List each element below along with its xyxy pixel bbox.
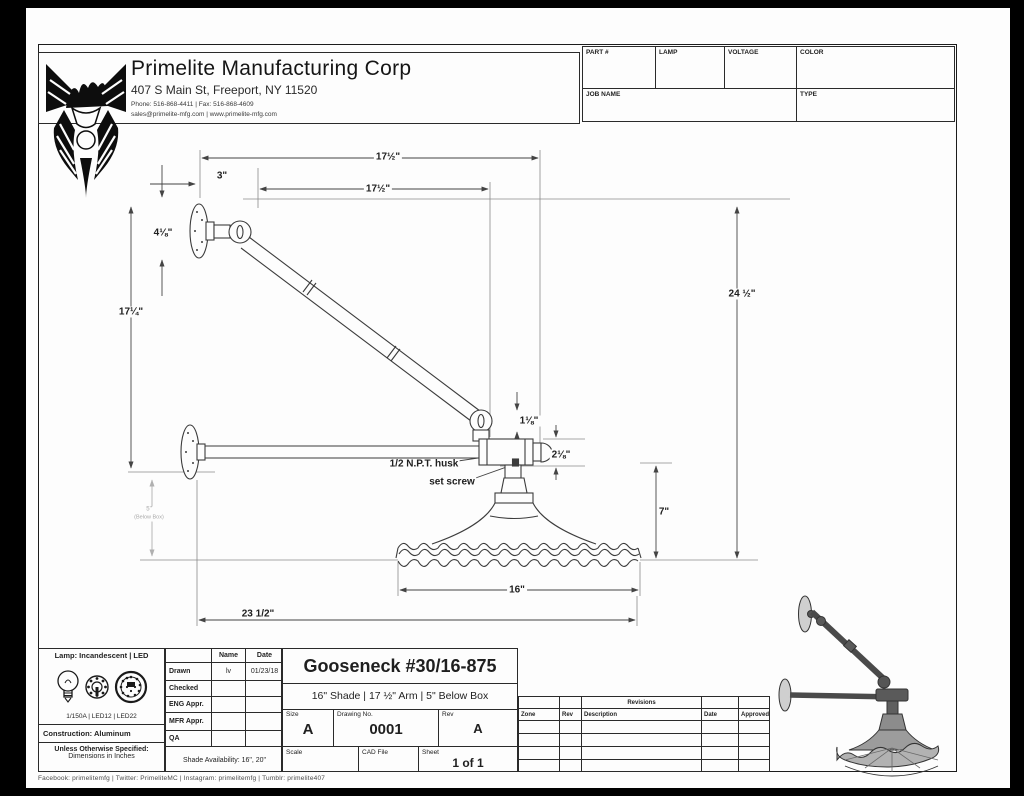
dim-husk-top-label: 1⅛" [517, 415, 541, 427]
primelite-logo [46, 64, 126, 198]
approvals-row-date [245, 680, 283, 696]
lamp-models: 1/150A | LED12 | LED22 [66, 713, 137, 720]
straight-arm [205, 445, 479, 459]
size-value: A [302, 721, 314, 738]
revisions-col-zone: Zone [519, 708, 559, 720]
dim-wall-label: 17¼" [116, 306, 146, 318]
set-screw [511, 458, 520, 467]
radial-wave-shade [395, 542, 642, 567]
fixture-rendering [778, 595, 940, 777]
lamp-icons [39, 662, 164, 712]
led-module-large-icon [114, 670, 147, 704]
dim-arm-mid-label: 17½" [363, 183, 393, 195]
approvals-row-label: QA [166, 730, 211, 746]
below-box-note: (Below Box) [134, 514, 164, 521]
approvals-row-label: ENG Appr. [166, 696, 211, 712]
shade-availability: Shade Availability: 16", 20" [166, 746, 283, 773]
order-part-cell: PART # [586, 49, 609, 56]
approvals-row-name [211, 696, 245, 712]
dim-shade-height-label: 7" [656, 506, 672, 518]
order-jobname-cell: JOB NAME [586, 91, 621, 98]
revisions-title: Revisions [581, 697, 701, 708]
drawing-sheet: Primelite Manufacturing Corp 407 S Main … [26, 8, 1010, 788]
lower-wall-flange [180, 424, 200, 480]
approvals-row-name: lv [211, 662, 245, 680]
approvals-row-label: MFR Appr. [166, 712, 211, 730]
dim-3-label: 3" [214, 170, 230, 182]
fixture-line-art [180, 203, 642, 567]
company-address: 407 S Main St, Freeport, NY 11520 [131, 83, 318, 97]
lamp-info-block: Lamp: Incandescent | LED [38, 648, 165, 772]
render-elbow [877, 675, 891, 689]
tee-fitting [478, 438, 534, 466]
set-screw-note: set screw [428, 476, 476, 488]
order-voltage-cell: VOLTAGE [724, 47, 796, 88]
revisions-col-approved: Approved [738, 708, 769, 720]
rev-label: Rev [442, 711, 454, 718]
husk [500, 477, 528, 494]
led-module-small-icon [84, 675, 109, 699]
lamp-title: Lamp: Incandescent | LED [54, 651, 149, 660]
render-ruffle-shade [836, 742, 940, 768]
drawing-no-value: 0001 [369, 721, 403, 738]
approvals-date-header: Date [245, 649, 283, 662]
render-tee [875, 688, 909, 702]
company-info: Primelite Manufacturing Corp 407 S Main … [131, 57, 411, 120]
revisions-col-description: Description [581, 708, 701, 720]
dim-height-label: 24 ½" [726, 288, 758, 300]
order-lamp-cell: LAMP [655, 47, 724, 88]
approvals-row-name [211, 680, 245, 696]
order-color-cell: COLOR [796, 47, 956, 88]
drawing-title: Gooseneck #30/16-875 [283, 649, 517, 684]
approvals-row-date [245, 712, 283, 730]
below-box-label: 5" (Below Box) [134, 506, 164, 522]
spec-line1: Unless Otherwise Specified: [54, 746, 149, 753]
upper-wall-flange [189, 203, 209, 259]
husk-note: 1/2 N.P.T. husk [388, 458, 460, 470]
below-box-value: 5" [146, 506, 152, 513]
approvals-row-date: 01/23/18 [245, 662, 283, 680]
size-label: Size [286, 711, 299, 718]
approvals-row-date [245, 730, 283, 746]
approvals-row-label: Checked [166, 680, 211, 696]
render-lower-flange [778, 678, 792, 712]
approvals-row-name [211, 730, 245, 746]
approvals-row-date [245, 696, 283, 712]
approvals-row-label: Drawn [166, 662, 211, 680]
order-table: PART # LAMP VOLTAGE COLOR JOB NAME TYPE [582, 46, 955, 122]
sheet-value: 1 of 1 [452, 756, 484, 770]
approvals-row-name [211, 712, 245, 730]
social-footer: Facebook: primelitemfg | Twitter: Primel… [38, 775, 326, 782]
order-type-cell: TYPE [796, 89, 956, 122]
spec-note: Unless Otherwise Specified: Dimensions i… [39, 742, 164, 771]
dim-overall-width-label: 23 1/2" [239, 608, 277, 620]
title-block: Gooseneck #30/16-875 16" Shade | 17 ½" A… [282, 648, 518, 772]
sheet-label: Sheet [422, 749, 439, 756]
company-phone: Phone: 516-868-4411 | Fax: 516-868-4609 [131, 101, 254, 108]
scale-label: Scale [286, 749, 303, 756]
dim-husk-label: 2⅛" [549, 449, 573, 461]
cad-file-label: CAD File [362, 749, 389, 756]
company-name: Primelite Manufacturing Corp [131, 57, 412, 80]
company-contact: sales@primelite-mfg.com | www.primelite-… [131, 110, 277, 118]
approvals-name-header: Name [211, 649, 245, 662]
revisions-col-date: Date [701, 708, 738, 720]
spec-line2: Dimensions in Inches [68, 753, 135, 760]
render-husk [878, 713, 907, 731]
revisions-col-rev: Rev [559, 708, 581, 720]
construction-note: Construction: Aluminum [39, 724, 164, 742]
header-box: Primelite Manufacturing Corp 407 S Main … [38, 52, 580, 124]
gooseneck-arm [240, 236, 481, 422]
incandescent-bulb-icon [56, 670, 79, 703]
drawing-no-label: Drawing No. [337, 711, 373, 718]
dim-shade-width-label: 16" [507, 584, 527, 596]
rev-value: A [473, 721, 483, 736]
revisions-table: Revisions Zone Rev Description Date Appr… [518, 696, 770, 772]
approvals-table: Name Date Drawn lv 01/23/18 Checked ENG … [165, 648, 283, 773]
dim-arm-top-label: 17½" [373, 151, 403, 163]
technical-drawing [128, 150, 790, 626]
drawing-subtitle: 16" Shade | 17 ½" Arm | 5" Below Box [283, 684, 517, 710]
dim-flange-label: 4⅛" [151, 227, 175, 239]
